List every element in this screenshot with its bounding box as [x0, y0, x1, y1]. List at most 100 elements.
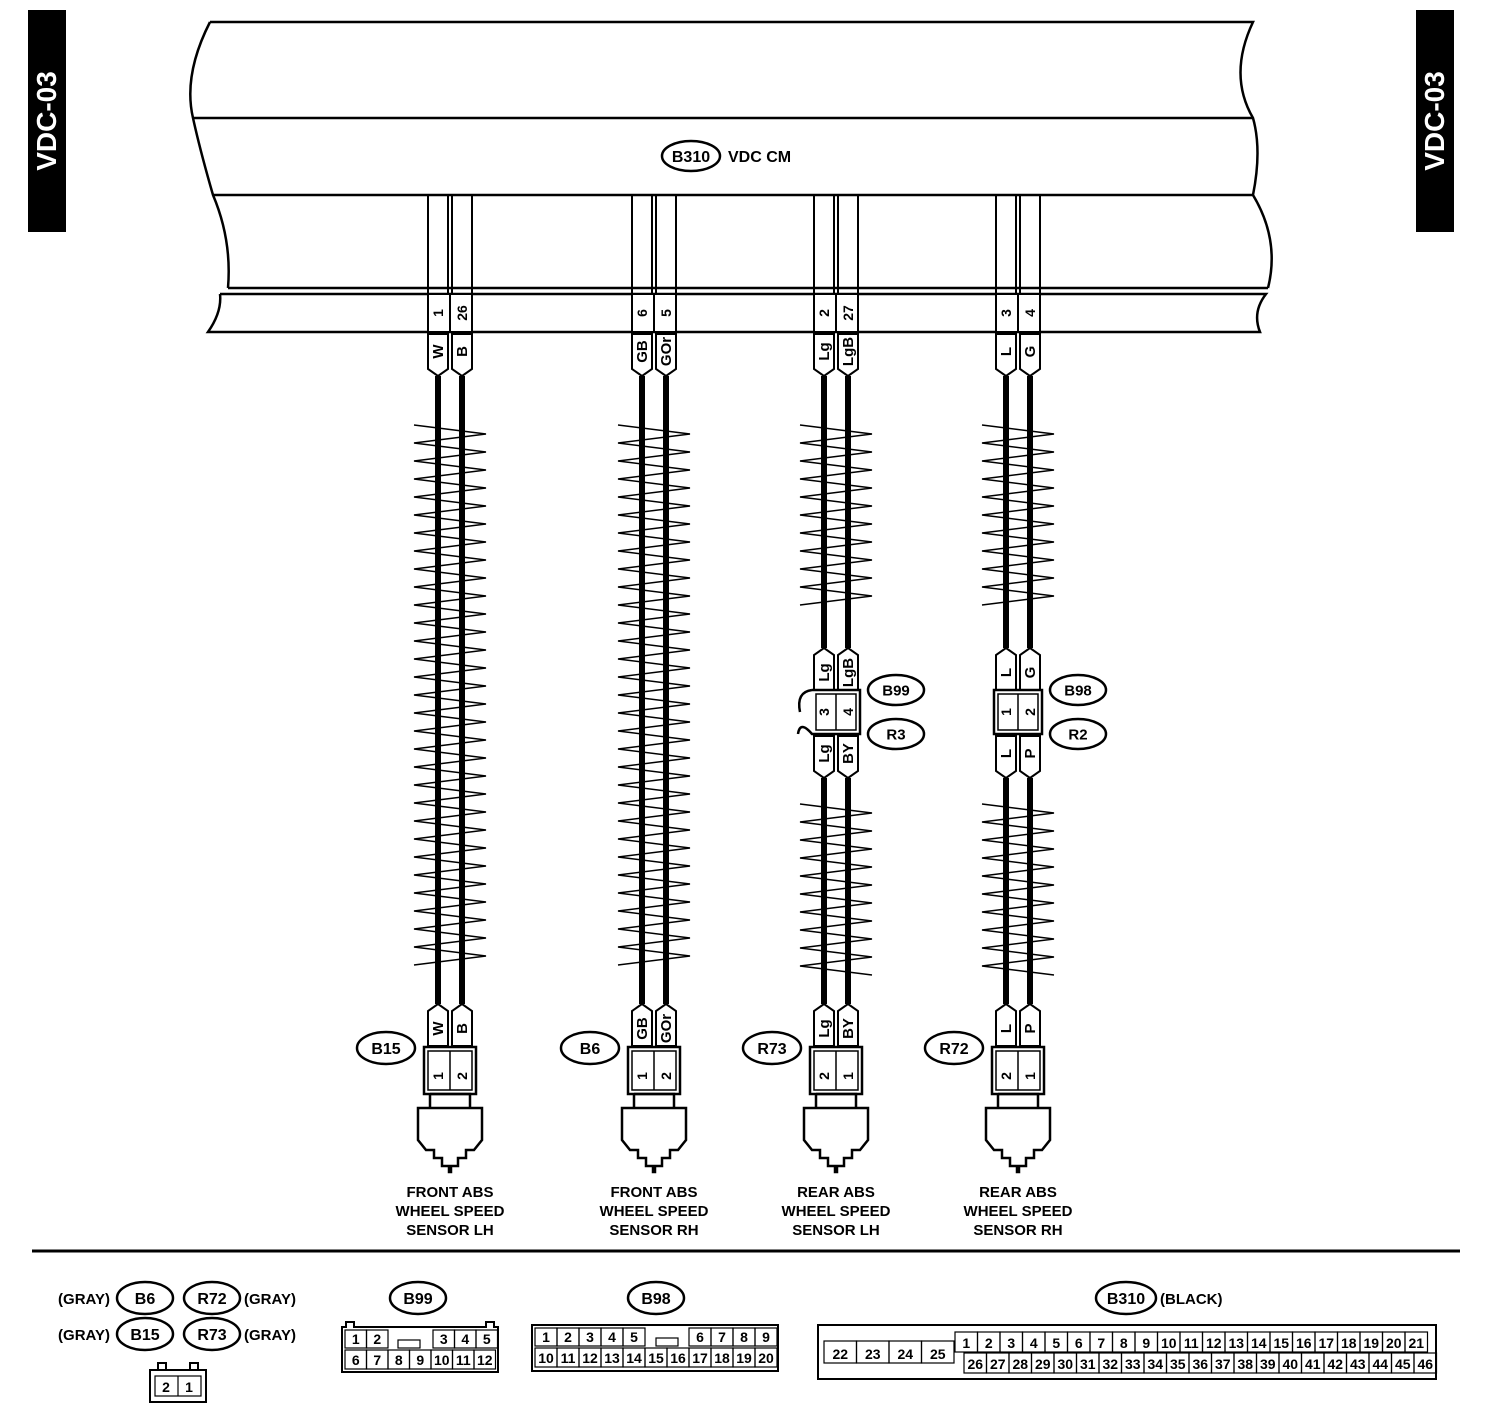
- legend-pin: 29: [1035, 1356, 1051, 1372]
- legend-pin: 19: [1363, 1335, 1379, 1351]
- legend-code-oval: [115, 1316, 175, 1352]
- wire-color-tag: W: [430, 1021, 447, 1036]
- legend-pin: 8: [740, 1329, 748, 1345]
- pin-stub-b: [655, 194, 677, 295]
- wire-color-tag-box: [837, 333, 859, 378]
- sensor-pin-number: 2: [658, 1072, 674, 1080]
- legend-pin: 14: [626, 1350, 642, 1366]
- pin-stub-a: [427, 194, 449, 295]
- legend-pin: 40: [1282, 1356, 1298, 1372]
- legend-pin: 17: [692, 1350, 708, 1366]
- sensor-pin-number: 2: [454, 1072, 470, 1080]
- legend-pin: 2: [373, 1331, 381, 1347]
- module-code: B310: [672, 149, 710, 166]
- inline-connector-body: [796, 688, 862, 736]
- inline-connector-code-bottom-oval: [1048, 717, 1108, 751]
- wire-color-tag: GOr: [658, 337, 675, 366]
- inline-pin-number: 1: [998, 708, 1014, 716]
- legend-code-oval: [626, 1280, 686, 1316]
- legend-pin: 18: [1341, 1335, 1357, 1351]
- legend-pin: 1: [542, 1329, 550, 1345]
- legend-pin: 2: [564, 1329, 572, 1345]
- inline-connector-code-top: B98: [1064, 682, 1092, 699]
- sensor-label-line: FRONT ABS: [611, 1184, 698, 1201]
- connector-cell: [365, 1329, 389, 1349]
- legend-code: B98: [641, 1291, 670, 1308]
- inline-connector-code-top: B99: [882, 682, 910, 699]
- legend-pin: 10: [1161, 1335, 1177, 1351]
- legend-pin: 37: [1215, 1356, 1231, 1372]
- vdc-module: B310 VDC CM: [189, 20, 1273, 334]
- pin-number: 27: [840, 305, 856, 321]
- legend-pin: 23: [865, 1346, 881, 1362]
- legend-pin: 6: [696, 1329, 704, 1345]
- connector-key: [655, 1337, 679, 1347]
- sensor-label-line: SENSOR RH: [973, 1222, 1062, 1239]
- wire-color-tag: Lg: [816, 744, 833, 762]
- legend-pin: 1: [962, 1335, 970, 1351]
- twisted-pair-shield: [981, 803, 1055, 976]
- legend-pin: 31: [1080, 1356, 1096, 1372]
- inline-connector-code-bottom: R3: [886, 726, 905, 743]
- pin-number: 1: [430, 309, 446, 317]
- legend-pin: 32: [1102, 1356, 1118, 1372]
- wire-color-tag-box: [1019, 735, 1041, 780]
- inline-connector-code-bottom-oval: [866, 717, 926, 751]
- legend-pin: 16: [1296, 1335, 1312, 1351]
- legend-code: R72: [197, 1291, 226, 1308]
- pin-stub-b: [1019, 194, 1041, 295]
- sensor-label-line: FRONT ABS: [407, 1184, 494, 1201]
- legend-pin: 22: [832, 1346, 848, 1362]
- sensor-pin-number: 1: [430, 1072, 446, 1080]
- wire-color-tag: G: [1022, 346, 1039, 358]
- connector-cell: [475, 1329, 499, 1349]
- module-code-oval: [660, 139, 722, 173]
- legend-pin: 12: [477, 1352, 493, 1368]
- wire-color-tag-box: [427, 333, 449, 378]
- legend-pin: 43: [1350, 1356, 1366, 1372]
- legend-pin: 46: [1417, 1356, 1433, 1372]
- wire-color-tag: BY: [840, 743, 857, 764]
- color-label: (BLACK): [1160, 1291, 1222, 1308]
- legend-code-oval: [1094, 1280, 1158, 1316]
- legend-pin: 15: [1273, 1335, 1289, 1351]
- legend-pin: 7: [1097, 1335, 1105, 1351]
- sensor-label-line: WHEEL SPEED: [782, 1203, 891, 1220]
- legend-pin: 38: [1237, 1356, 1253, 1372]
- wire-color-tag: B: [454, 346, 471, 357]
- wire-color-tag: Lg: [816, 342, 833, 360]
- wire-color-tag: L: [998, 1024, 1015, 1033]
- inline-connector-code-bottom: R2: [1068, 726, 1087, 743]
- twisted-pair-shield: [413, 424, 487, 966]
- sensor-connector-code-oval: [923, 1030, 985, 1066]
- legend-code: B15: [130, 1327, 159, 1344]
- legend-pin: 8: [1120, 1335, 1128, 1351]
- connector-key: [397, 1339, 421, 1349]
- color-label: (GRAY): [58, 1291, 110, 1308]
- legend-code: B310: [1107, 1291, 1145, 1308]
- wire-color-tag: G: [1022, 667, 1039, 679]
- connector-cell: [1413, 1352, 1438, 1374]
- twisted-pair-shield: [799, 424, 873, 606]
- sensor-connector-code: R72: [939, 1041, 968, 1058]
- legend-pin: 4: [1030, 1335, 1038, 1351]
- wire-color-tag: L: [998, 749, 1015, 758]
- wire-color-tag-box: [995, 735, 1017, 780]
- legend-pin: 13: [604, 1350, 620, 1366]
- sensor-connector-code-oval: [559, 1030, 621, 1066]
- legend-pin: 33: [1125, 1356, 1141, 1372]
- legend-pin: 5: [483, 1331, 491, 1347]
- legend-code: B99: [403, 1291, 432, 1308]
- wire-color-tag-box: [631, 333, 653, 378]
- wire-color-tag: P: [1022, 748, 1039, 758]
- wire-color-tag: Lg: [816, 1019, 833, 1037]
- legend-pin: 30: [1057, 1356, 1073, 1372]
- legend-pin: 34: [1147, 1356, 1163, 1372]
- sensor-pin-number: 2: [816, 1072, 832, 1080]
- wire-color-tag: LgB: [840, 337, 857, 366]
